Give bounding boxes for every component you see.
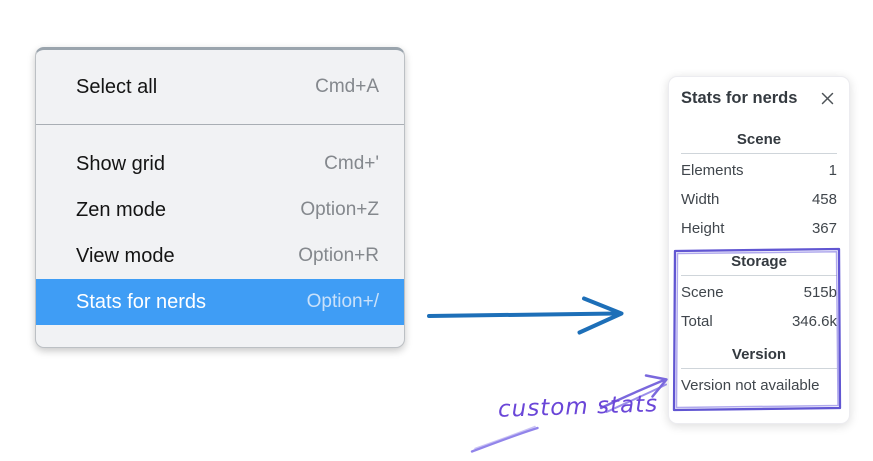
menu-item-label: Zen mode <box>76 198 167 221</box>
close-icon <box>821 92 834 105</box>
stat-row-width: Width 458 <box>681 185 837 214</box>
stat-label: Total <box>681 313 713 330</box>
stat-value: 458 <box>811 191 837 208</box>
section-heading-scene: Scene <box>736 131 782 148</box>
stats-panel-title: Stats for nerds <box>681 89 798 107</box>
section-heading-storage: Storage <box>731 253 787 270</box>
version-note: Version not available <box>681 377 820 394</box>
stats-panel-header: Stats for nerds <box>681 89 837 108</box>
annotation-underline <box>470 425 539 453</box>
stat-label: Scene <box>681 284 724 301</box>
stats-panel: Stats for nerds Scene Elements 1 Width 4… <box>668 76 850 424</box>
menu-item-label: View mode <box>76 244 175 267</box>
close-button[interactable] <box>818 89 837 108</box>
menu-item-stats-for-nerds[interactable]: Stats for nerds Option+/ <box>36 279 404 325</box>
stat-row-height: Height 367 <box>681 214 837 243</box>
stat-label: Width <box>681 191 720 208</box>
menu-item-shortcut: Option+R <box>298 245 379 266</box>
menu-item-label: Select all <box>76 75 158 98</box>
stat-value: 1 <box>828 162 837 179</box>
menu-item-label: Show grid <box>76 152 165 175</box>
menu-item-select-all[interactable]: Select all Cmd+A <box>36 50 404 124</box>
context-menu: Select all Cmd+A Show grid Cmd+' Zen mod… <box>35 47 405 348</box>
menu-item-shortcut: Cmd+A <box>315 76 379 97</box>
section-rule <box>681 368 837 369</box>
stat-row-elements: Elements 1 <box>681 156 837 185</box>
stat-label: Height <box>681 220 725 237</box>
annotation-label: custom stats <box>497 391 659 423</box>
section-rule <box>681 153 837 154</box>
menu-divider <box>36 124 404 125</box>
stat-row-total-size: Total 346.6k <box>681 307 837 336</box>
menu-item-label: Stats for nerds <box>76 290 207 313</box>
stat-value: 515b <box>803 284 837 301</box>
menu-item-shortcut: Cmd+' <box>324 153 379 174</box>
stat-row-scene-size: Scene 515b <box>681 278 837 307</box>
menu-item-show-grid[interactable]: Show grid Cmd+' <box>36 141 404 187</box>
stat-value: 367 <box>811 220 837 237</box>
menu-item-shortcut: Option+/ <box>306 291 379 312</box>
menu-item-zen-mode[interactable]: Zen mode Option+Z <box>36 187 404 233</box>
stat-label: Elements <box>681 162 744 179</box>
menu-group: Show grid Cmd+' Zen mode Option+Z View m… <box>36 125 404 325</box>
menu-item-shortcut: Option+Z <box>300 199 379 220</box>
section-rule <box>681 275 837 276</box>
section-heading-version: Version <box>731 346 787 363</box>
stat-value: 346.6k <box>791 313 837 330</box>
menu-item-view-mode[interactable]: View mode Option+R <box>36 233 404 279</box>
flow-arrow <box>427 296 624 335</box>
